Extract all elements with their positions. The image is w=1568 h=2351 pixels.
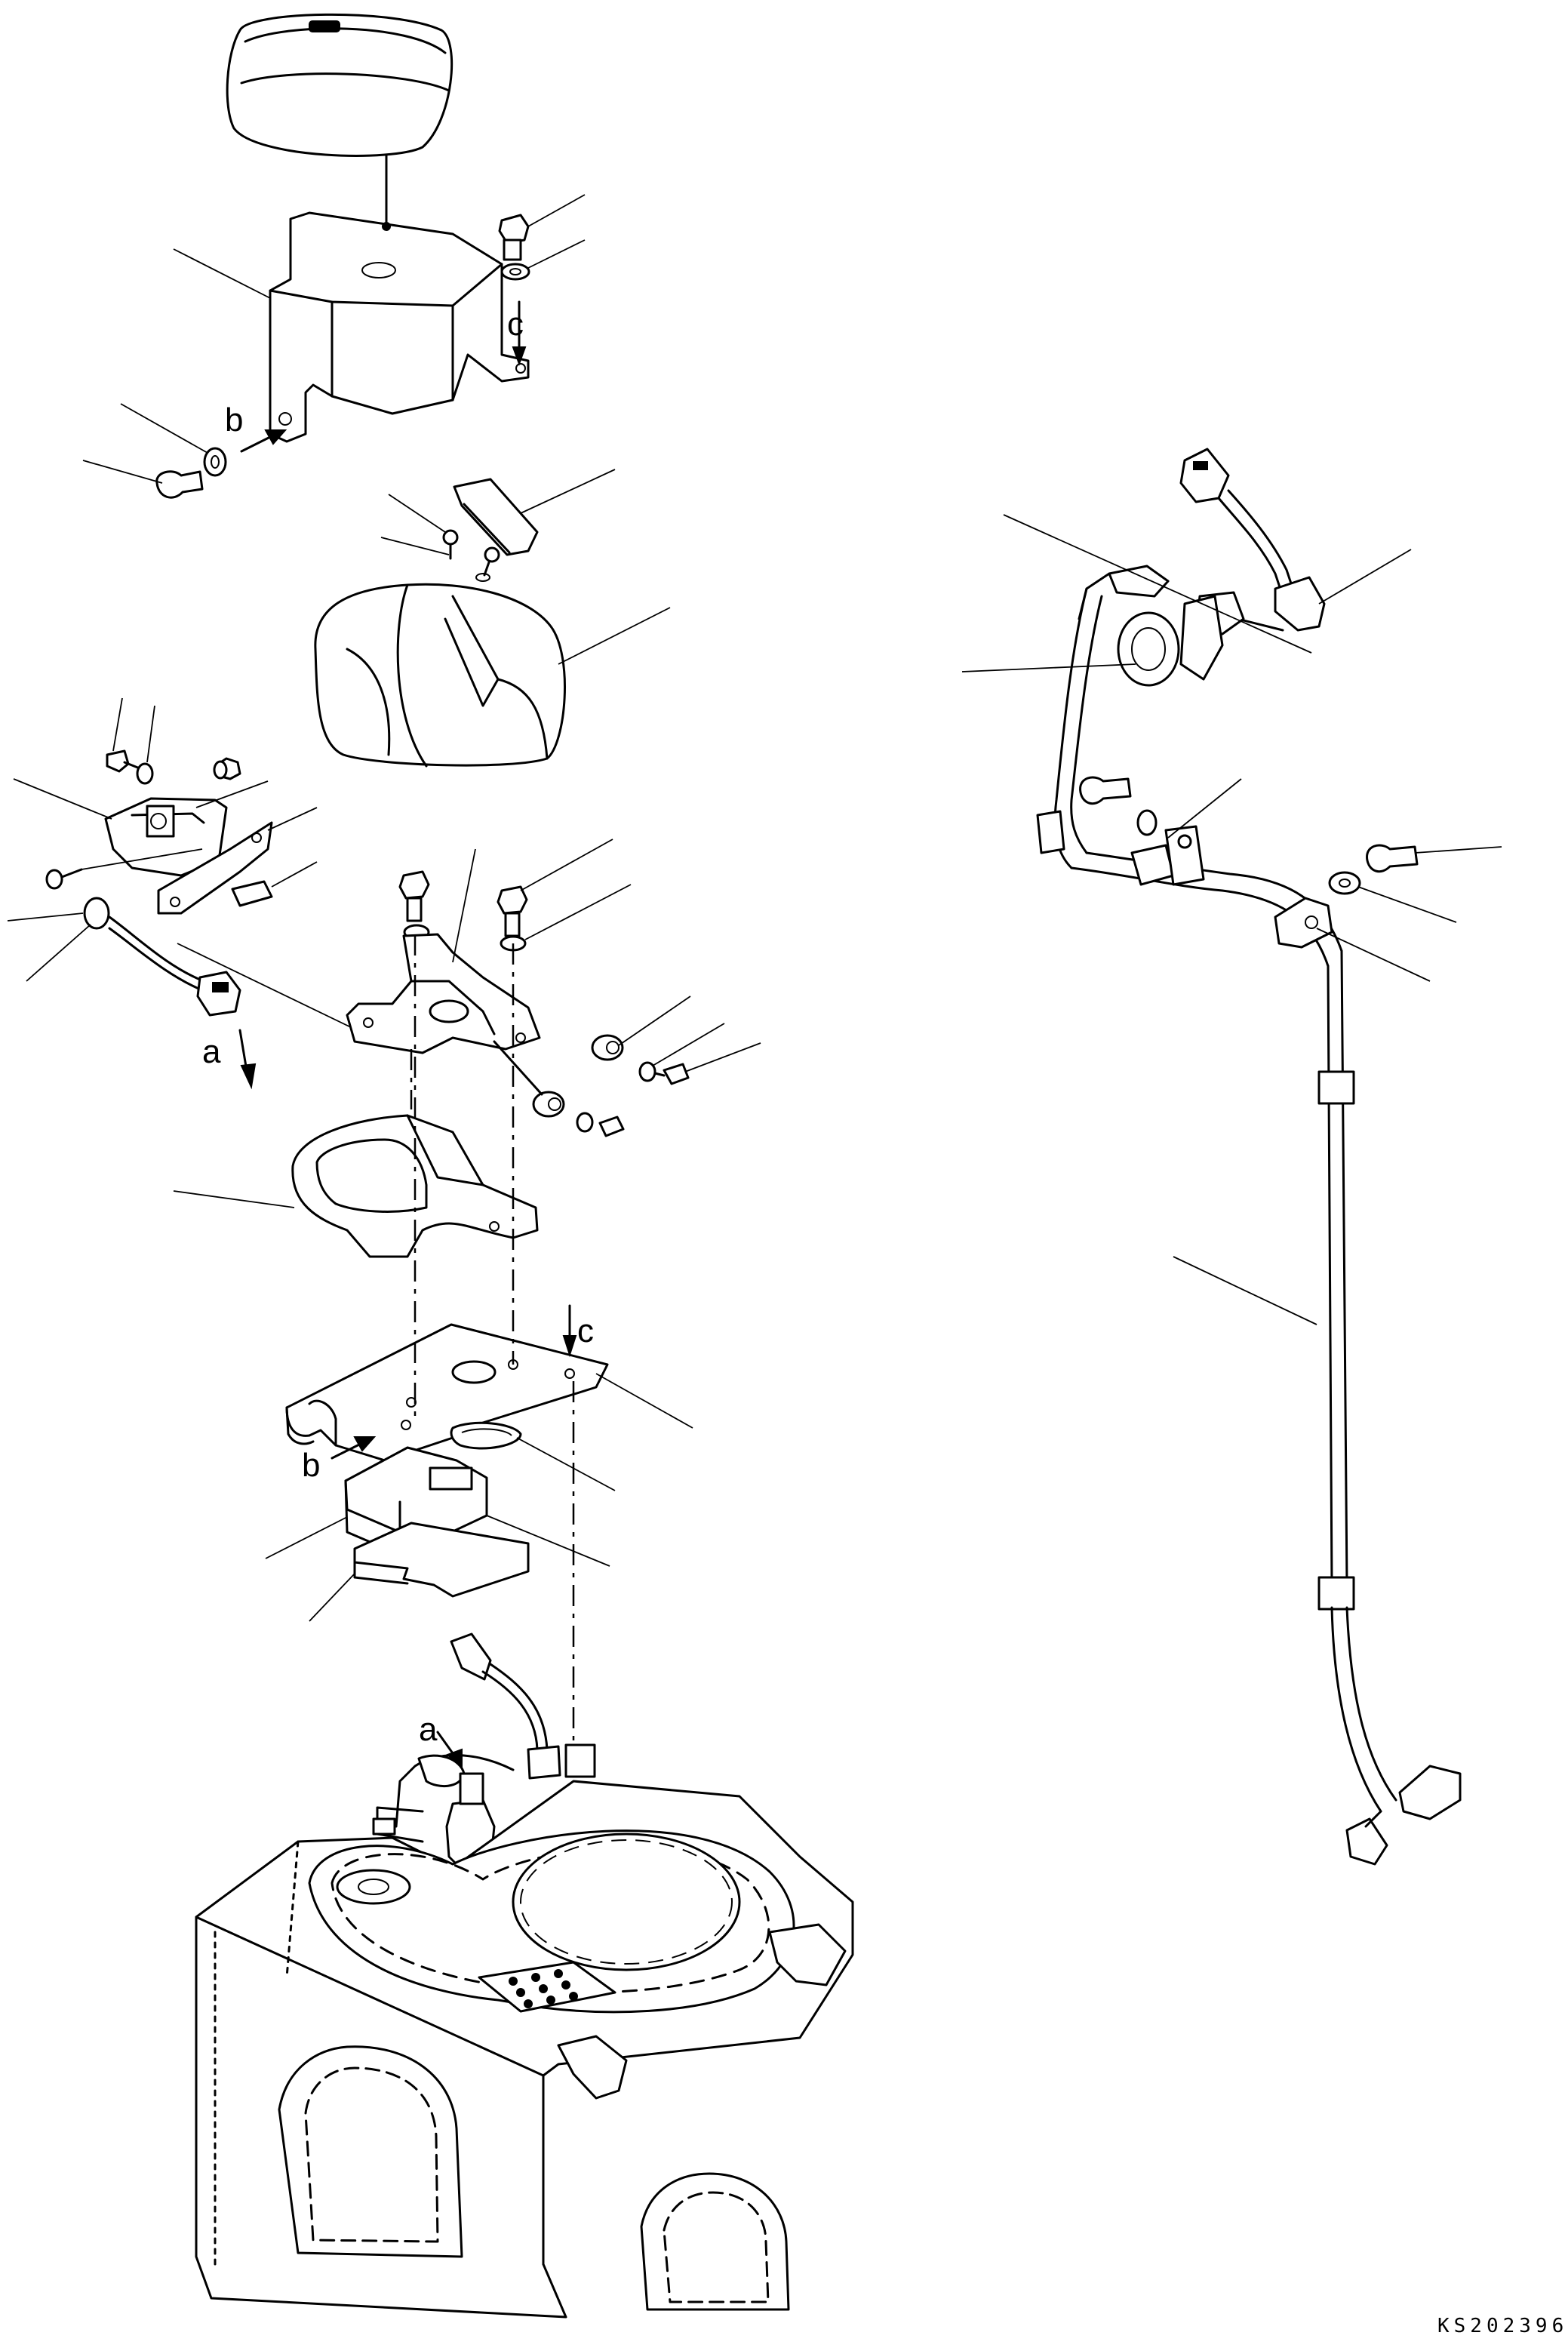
rubber-mount-2 (493, 1040, 625, 1137)
foam-pad-upper (265, 1446, 610, 1567)
proximity-switch (7, 897, 378, 1041)
callout-b-top: b (225, 402, 244, 439)
boot-top-strip (453, 469, 616, 556)
leader-cover (173, 248, 271, 299)
screw-left-small (45, 848, 203, 890)
switch-bracket (13, 778, 269, 877)
lower-boot (173, 1114, 539, 1258)
arrow-b-lower (331, 1442, 364, 1460)
screw-washer-left-upper (106, 697, 241, 785)
drawing-code: KS202396 (1437, 2315, 1568, 2337)
washer-bolt-1 (638, 1023, 761, 1085)
small-gasket (450, 1421, 616, 1491)
small-screw-1 (388, 494, 459, 560)
hydraulic-tank (195, 1780, 854, 2319)
washer-harness-1 (1328, 871, 1457, 923)
strainer-grid (478, 1961, 616, 2013)
callout-c-lower: c (577, 1312, 594, 1349)
callout-b-lower: b (302, 1447, 321, 1484)
bolt-harness-1 (1079, 776, 1132, 805)
bolt-harness-2 (1366, 844, 1502, 873)
pad-block (231, 861, 318, 907)
small-screw-2 (380, 537, 500, 582)
rubber-boot (314, 583, 671, 768)
wiring-harness (961, 448, 1462, 1866)
washer-left (120, 403, 227, 477)
harness-stub (372, 1632, 596, 1873)
bolt-left (82, 460, 204, 499)
lever-knob (226, 13, 453, 157)
foam-pad-lower (309, 1522, 530, 1622)
washer-harness-2 (1136, 809, 1158, 836)
rubber-mount-1 (591, 995, 691, 1061)
arrow-b-top (240, 435, 273, 453)
mounting-plate-left (157, 807, 318, 915)
callout-a-lower: a (419, 1711, 438, 1748)
base-plate (285, 1323, 693, 1462)
bracket-cover (269, 211, 530, 443)
callout-a-left: a (202, 1033, 221, 1070)
bolt-top-right (498, 194, 586, 261)
washer-top-right (500, 239, 586, 281)
lever-bracket (346, 848, 541, 1054)
callout-c-top: c (507, 306, 524, 343)
